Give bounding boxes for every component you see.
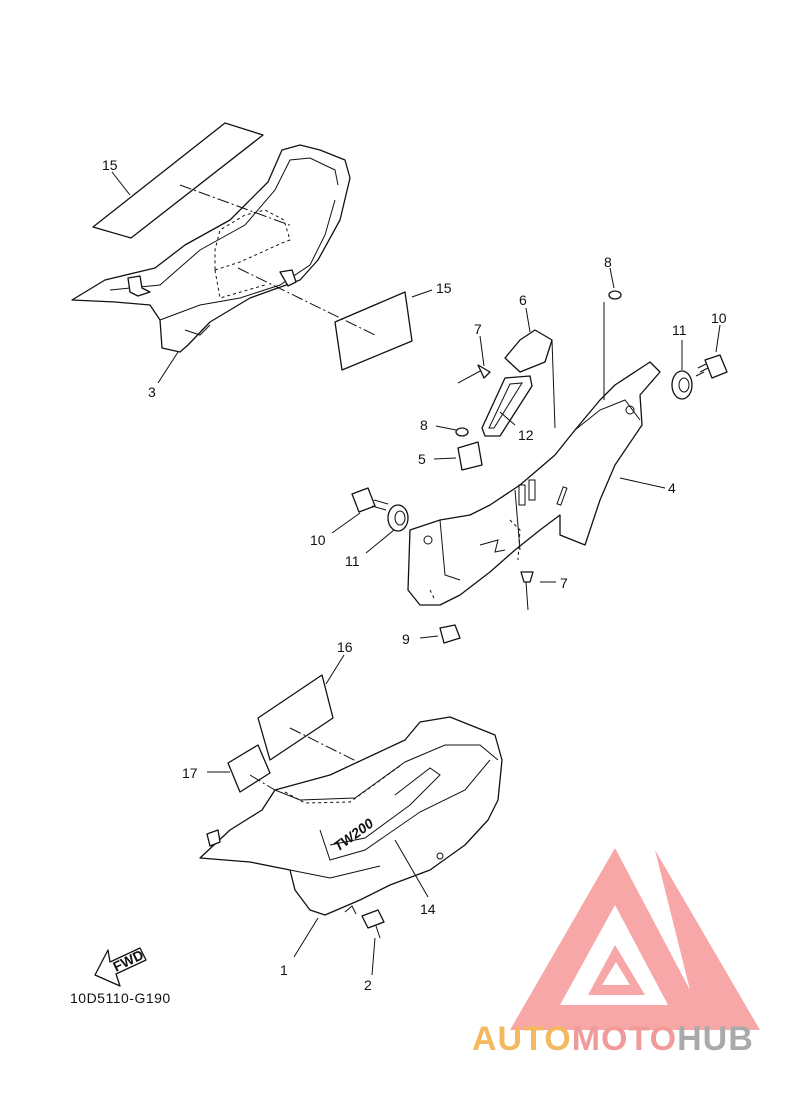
fwd-arrow-icon: FWD (94, 946, 147, 987)
callout-7-upper: 7 (474, 321, 482, 337)
decal-13 (334, 291, 413, 371)
rivet-7-upper (457, 364, 491, 384)
bolt-10-right (695, 354, 728, 379)
callout-9: 9 (402, 631, 410, 647)
callout-4: 4 (668, 480, 676, 496)
washer-8-lower (455, 427, 469, 437)
callout-13: 15 (436, 280, 452, 296)
callout-17: 17 (182, 765, 198, 781)
side-cover-lower: TW200 (199, 716, 503, 916)
callout-5: 5 (418, 451, 426, 467)
brand-hub: HUB (677, 1020, 754, 1058)
decal-16 (257, 674, 334, 761)
callout-8-upper: 8 (604, 254, 612, 270)
brand-wordmark: AUTOMOTOHUB (472, 1020, 754, 1059)
callout-1: 1 (280, 962, 288, 978)
callout-10-right: 10 (711, 310, 727, 326)
side-cover-bracket (407, 361, 661, 606)
callout-8-lower: 8 (420, 417, 428, 433)
callout-15: 15 (102, 157, 118, 173)
screw-2 (361, 909, 385, 939)
brand-auto: AUTO (472, 1020, 572, 1058)
callout-12: 12 (518, 427, 534, 443)
strap-12 (481, 375, 533, 437)
callout-7-lower: 7 (560, 575, 568, 591)
callout-10-left: 10 (310, 532, 326, 548)
decal-17 (227, 744, 271, 793)
callout-11-left: 11 (345, 553, 360, 569)
callout-14: 14 (420, 901, 436, 917)
callout-2: 2 (364, 977, 372, 993)
bolt-10-left (351, 487, 389, 513)
decal-15 (92, 122, 264, 239)
brand-moto: MOTO (571, 1020, 678, 1058)
grommet-11-left (387, 504, 409, 532)
side-cover-upper (71, 144, 351, 353)
brand-logo-icon (510, 848, 760, 1030)
grommet-9 (439, 624, 461, 644)
callout-3: 3 (148, 384, 156, 400)
rivet-7-lower (520, 571, 534, 611)
callout-6: 6 (519, 292, 527, 308)
clip-6 (504, 329, 553, 373)
washer-8-upper (608, 290, 622, 300)
diagram-code: 10D5110-G190 (70, 990, 171, 1006)
callout-16: 16 (337, 639, 353, 655)
nut-5 (457, 441, 483, 471)
callout-11-right: 11 (672, 322, 687, 338)
grommet-11-right (671, 370, 693, 400)
fwd-label: FWD (110, 946, 146, 974)
